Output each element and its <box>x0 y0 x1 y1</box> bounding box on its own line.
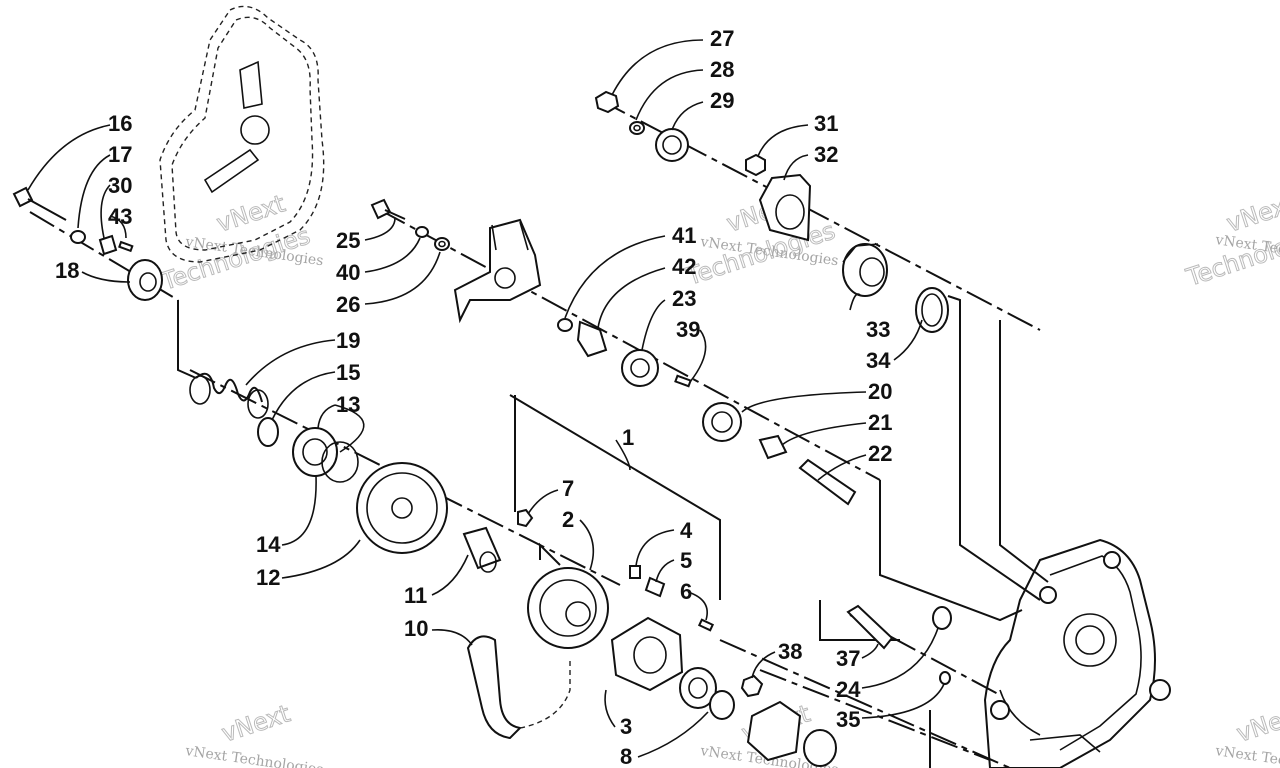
callout-11: 11 <box>404 583 427 608</box>
upper-shaft-parts <box>594 90 949 333</box>
callout-19: 19 <box>336 328 360 353</box>
bearing-21 <box>758 434 788 460</box>
washer-17 <box>70 230 86 244</box>
callout-5: 5 <box>680 548 692 573</box>
washer-35 <box>939 671 951 685</box>
pinion-11 <box>462 526 502 570</box>
lock-plate-30 <box>98 234 118 256</box>
callout-32: 32 <box>814 142 838 167</box>
callout-16: 16 <box>108 111 132 136</box>
sprocket-20 <box>702 402 742 442</box>
bearing-flange-32 <box>758 173 812 242</box>
pin-6 <box>697 618 715 632</box>
alignment-lines <box>177 295 1049 768</box>
callout-27: 27 <box>710 26 734 51</box>
nut-27 <box>594 90 620 114</box>
watermark-text: vNext Technologies <box>1213 743 1280 768</box>
chain-10 <box>466 635 523 740</box>
snap-ring-15 <box>257 417 279 447</box>
callout-28: 28 <box>710 57 734 82</box>
spring-19 <box>195 372 263 403</box>
gear-case-housing <box>983 538 1171 768</box>
watermark-brand: vNext <box>218 699 293 747</box>
callout-4: 4 <box>680 518 693 543</box>
callout-40: 40 <box>336 260 360 285</box>
bearing-42 <box>576 320 608 358</box>
bearing <box>679 667 717 709</box>
middle-shaft-parts <box>370 198 857 506</box>
callout-41: 41 <box>672 223 696 248</box>
washer-8 <box>709 690 735 720</box>
bolt-4 <box>629 565 641 579</box>
callout-labels: 27 28 29 31 32 33 34 16 17 30 43 18 25 4… <box>55 26 892 768</box>
gear-12 <box>356 462 448 554</box>
washer-40 <box>415 226 429 238</box>
stud-5 <box>644 576 666 598</box>
callout-15: 15 <box>336 360 360 385</box>
callout-29: 29 <box>710 88 734 113</box>
washer-24 <box>932 606 952 630</box>
washer-26 <box>434 237 450 251</box>
callout-21: 21 <box>868 410 892 435</box>
callout-12: 12 <box>256 565 280 590</box>
callout-30: 30 <box>108 173 132 198</box>
callout-38: 38 <box>778 639 802 664</box>
lower-shaft-parts <box>12 186 952 767</box>
sprocket-29 <box>655 128 689 162</box>
bolt-16 <box>12 186 34 208</box>
bolt-25 <box>370 198 392 220</box>
callout-31: 31 <box>814 111 838 136</box>
watermark-brand: vNext <box>1223 189 1280 237</box>
callout-6: 6 <box>680 579 692 604</box>
mounting-bracket <box>453 218 542 324</box>
callout-34: 34 <box>866 348 891 373</box>
callout-23: 23 <box>672 286 696 311</box>
leader-lines <box>27 39 945 758</box>
lower-bracket <box>746 700 802 762</box>
bearing-33 <box>842 243 888 297</box>
callout-18: 18 <box>55 258 79 283</box>
callout-8: 8 <box>620 744 632 768</box>
callout-20: 20 <box>868 379 892 404</box>
watermark-brand: vNext <box>1233 699 1280 747</box>
washer-41 <box>557 318 573 332</box>
stud-37 <box>846 604 894 650</box>
callout-33: 33 <box>866 317 890 342</box>
lower-bearing <box>803 729 837 767</box>
callout-14: 14 <box>256 532 281 557</box>
callout-10: 10 <box>404 616 428 641</box>
sprocket-23 <box>621 349 659 387</box>
case-cover-outline <box>159 5 325 263</box>
callout-35: 35 <box>836 707 860 732</box>
callout-26: 26 <box>336 292 360 317</box>
pin-39 <box>674 374 692 388</box>
callout-42: 42 <box>672 254 696 279</box>
brake-3 <box>610 616 684 692</box>
callout-13: 13 <box>336 392 360 417</box>
callout-3: 3 <box>620 714 632 739</box>
cup-18 <box>127 259 163 301</box>
callout-43: 43 <box>108 204 132 229</box>
sleeve-22 <box>798 458 857 506</box>
callout-39: 39 <box>676 317 700 342</box>
callout-37: 37 <box>836 646 860 671</box>
callout-24: 24 <box>836 677 861 702</box>
nut-31 <box>745 153 766 177</box>
callout-2: 2 <box>562 507 574 532</box>
pin-43 <box>118 240 134 253</box>
washer-28 <box>629 121 645 135</box>
nut-38 <box>740 674 764 698</box>
callout-25: 25 <box>336 228 360 253</box>
callout-1: 1 <box>622 425 634 450</box>
callout-7: 7 <box>562 476 574 501</box>
thrust-bearing-13 <box>292 427 338 477</box>
callout-17: 17 <box>108 142 132 167</box>
watermark-text: vNext Technologies <box>183 743 324 768</box>
callout-22: 22 <box>868 441 892 466</box>
